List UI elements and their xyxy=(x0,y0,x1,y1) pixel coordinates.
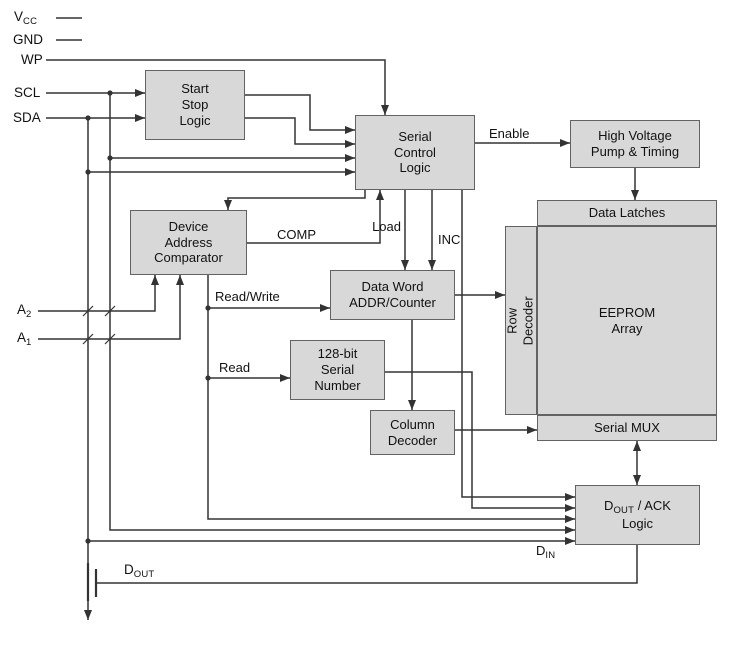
junction-dot xyxy=(85,538,91,544)
signal-label-read: Read xyxy=(219,360,251,375)
crossover-slash xyxy=(82,305,94,317)
pin-label-sda: SDA xyxy=(13,110,41,125)
block-high-voltage-pump: High Voltage Pump & Timing xyxy=(570,120,700,168)
block-label: Start Stop Logic xyxy=(179,81,211,128)
block-label: Serial MUX xyxy=(594,420,660,436)
block-device-address-comparator: Device Address Comparator xyxy=(130,210,247,275)
wire-comp xyxy=(247,190,384,244)
block-label: Column Decoder xyxy=(387,416,438,448)
wire-control-to-comparator xyxy=(224,190,366,210)
wire-serialnumber-to-doutack xyxy=(385,371,575,512)
wire-scl-branch-vertical xyxy=(109,93,575,534)
block-label: Row Decoder xyxy=(505,295,537,346)
wire-a2 xyxy=(38,275,159,312)
junction-dot xyxy=(107,155,113,161)
pin-label-gnd: GND xyxy=(13,32,43,47)
block-start-stop-logic: Start Stop Logic xyxy=(145,70,245,140)
signal-label-read-write: Read/Write xyxy=(215,289,280,304)
block-row-decoder: Row Decoder xyxy=(505,226,537,415)
signal-label-load: Load xyxy=(372,219,401,234)
wire-control-to-doutack xyxy=(461,190,575,501)
block-label: Serial Control Logic xyxy=(394,128,436,176)
signal-label-din: DIN xyxy=(536,543,556,561)
crossover-slash xyxy=(104,305,116,317)
junction-dot xyxy=(85,169,91,175)
block-serial-control-logic: Serial Control Logic xyxy=(355,115,475,190)
block-serial-mux: Serial MUX xyxy=(537,415,717,441)
pin-label-dout: DOUT xyxy=(124,562,155,580)
block-label: Data Word ADDR/Counter xyxy=(349,279,436,310)
block-data-word-addr-counter: Data Word ADDR/Counter xyxy=(330,270,455,320)
pin-label-wp: WP xyxy=(21,52,43,67)
wire-wp xyxy=(46,59,389,115)
wire-doutack-to-gate xyxy=(96,545,638,584)
wire-a1 xyxy=(38,275,184,340)
junction-dot xyxy=(107,90,113,96)
block-data-latches: Data Latches xyxy=(537,200,717,226)
pin-label-vcc: VCC xyxy=(14,9,38,27)
block-label: Device Address Comparator xyxy=(154,218,223,266)
pin-label-a2: A2 xyxy=(17,302,32,320)
pin-label-a1: A1 xyxy=(17,330,32,348)
block-label: High Voltage Pump & Timing xyxy=(590,128,680,159)
crossover-slash xyxy=(104,333,116,345)
block-label: 128-bit Serial Number xyxy=(314,346,361,393)
junction-dot xyxy=(205,305,211,311)
wire-sda-branch-vertical xyxy=(87,118,575,545)
block-label: EEPROM Array xyxy=(598,304,656,336)
wire-startstop-out-2 xyxy=(245,117,355,148)
signal-label-enable: Enable xyxy=(489,126,530,141)
block-eeprom-array: EEPROM Array xyxy=(537,226,717,415)
block-128bit-serial-number: 128-bit Serial Number xyxy=(290,340,385,400)
junction-dot xyxy=(85,115,91,121)
pin-label-scl: SCL xyxy=(14,85,41,100)
wire-comparator-to-doutack xyxy=(207,275,575,523)
crossover-slash xyxy=(82,333,94,345)
wire-startstop-out-1 xyxy=(245,94,355,134)
signal-label-inc: INC xyxy=(438,232,461,247)
junction-dot xyxy=(205,375,211,381)
block-column-decoder: Column Decoder xyxy=(370,410,455,455)
signal-label-comp: COMP xyxy=(277,227,316,242)
block-label: Data Latches xyxy=(588,205,666,221)
